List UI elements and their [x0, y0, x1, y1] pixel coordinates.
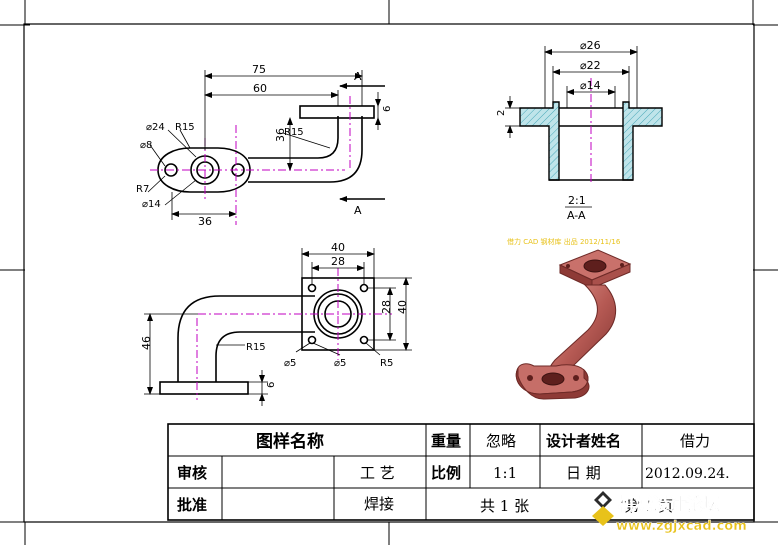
site-watermark: 机械设计论坛 www.zgjxcad.com: [592, 491, 747, 534]
dim-r15-flange: R15: [175, 122, 195, 133]
review-label: 审核: [177, 464, 207, 482]
process-label: 工 艺: [360, 464, 395, 482]
date-value: 2012.09.24.: [645, 466, 730, 482]
dim-60: 60: [253, 82, 267, 95]
approve-label: 批准: [177, 496, 207, 514]
designer-value: 借力: [680, 432, 710, 450]
dim-2: 2: [496, 110, 507, 116]
dim-r5: R5: [380, 358, 393, 369]
dim-phi14: ⌀14: [142, 199, 161, 210]
dim-40-vertical: 40: [396, 300, 409, 314]
drawing-name: 图样名称: [256, 431, 324, 452]
dim-phi22: ⌀22: [580, 59, 601, 72]
sheet-count: 共 1 张: [480, 497, 529, 515]
section-mark-a-bottom: A: [354, 204, 362, 217]
render-3d: [515, 249, 632, 400]
dim-phi14-section: ⌀14: [580, 79, 601, 92]
dim-40: 40: [331, 241, 345, 254]
dim-28-vertical: 28: [380, 300, 393, 314]
dim-28: 28: [331, 255, 345, 268]
top-view: 75 60 36 36 6 R15 ⌀24 R15 ⌀8 R7 ⌀14 A A: [136, 63, 393, 228]
dim-r15-top: R15: [284, 127, 304, 138]
designer-label: 设计者姓名: [546, 432, 621, 450]
dim-phi5-left: ⌀5: [284, 358, 296, 369]
scale-value: 1:1: [493, 464, 517, 482]
section-scale: 2:1: [568, 194, 586, 207]
welding-text: 焊接: [364, 495, 394, 513]
dim-6: 6: [382, 106, 393, 112]
dim-phi5-right: ⌀5: [334, 358, 346, 369]
page-number: 第 1 页: [624, 497, 673, 515]
dim-36-vertical: 36: [274, 128, 287, 142]
date-label: 日 期: [566, 464, 601, 482]
dim-r7: R7: [136, 184, 149, 195]
dim-phi26: ⌀26: [580, 39, 601, 52]
section-name: A-A: [567, 209, 586, 222]
watermark-logo-icon: [592, 491, 614, 526]
dim-75: 75: [252, 63, 266, 76]
author-stamp: 借力 CAD 钢材库 出品 2012/11/16: [507, 237, 621, 246]
scale-label: 比例: [431, 464, 461, 482]
dim-6-front: 6: [266, 382, 277, 388]
weight-value: 忽略: [486, 432, 516, 450]
dim-36-horizontal: 36: [198, 215, 212, 228]
dim-phi8: ⌀8: [140, 140, 152, 151]
watermark-title: 机械设计论坛: [618, 494, 720, 515]
title-block: [167, 423, 755, 521]
dim-phi24: ⌀24: [146, 122, 165, 133]
section-view: ⌀26 ⌀22 ⌀14 2 2:1 A-A: [496, 39, 663, 222]
weight-label: 重量: [431, 432, 461, 450]
section-mark-a-top: A: [354, 70, 362, 83]
watermark-url: www.zgjxcad.com: [616, 519, 747, 534]
front-view: 40 28 28 40 46 R15 ⌀5 ⌀5 R5 6: [140, 241, 412, 406]
dim-46: 46: [140, 336, 153, 350]
dim-r15-front: R15: [246, 342, 266, 353]
